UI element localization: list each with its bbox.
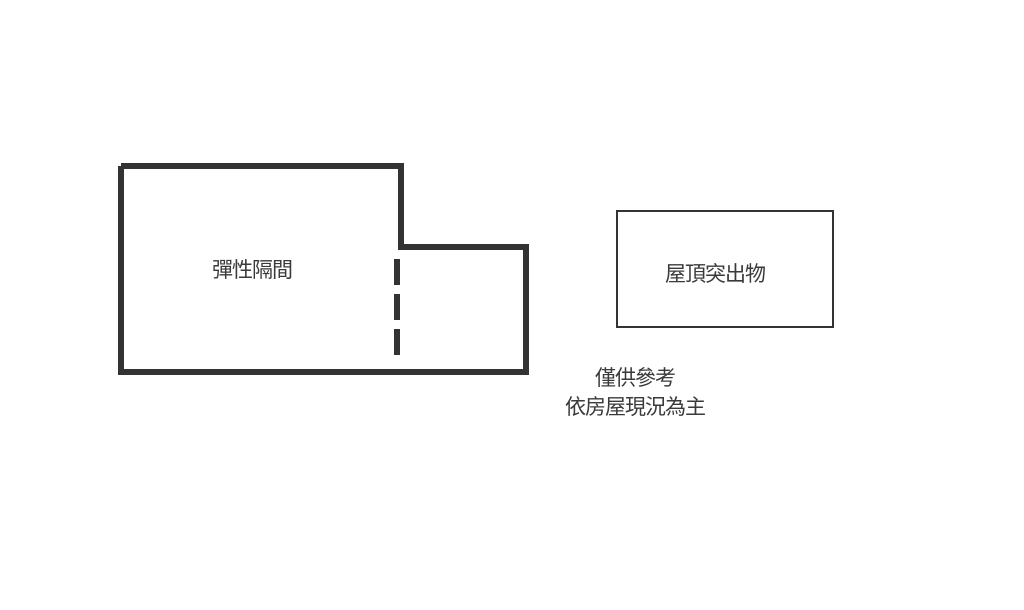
flexible-partition-outline <box>118 163 529 375</box>
rooftop-structure-label: 屋頂突出物 <box>665 262 766 286</box>
disclaimer-note: 僅供參考 依房屋現況為主 <box>550 364 720 422</box>
rooftop-structure-outline <box>616 210 834 328</box>
disclaimer-line-2: 依房屋現況為主 <box>565 395 706 419</box>
disclaimer-line-1: 僅供參考 <box>595 366 676 390</box>
flexible-partition-label: 彈性隔間 <box>212 258 293 282</box>
